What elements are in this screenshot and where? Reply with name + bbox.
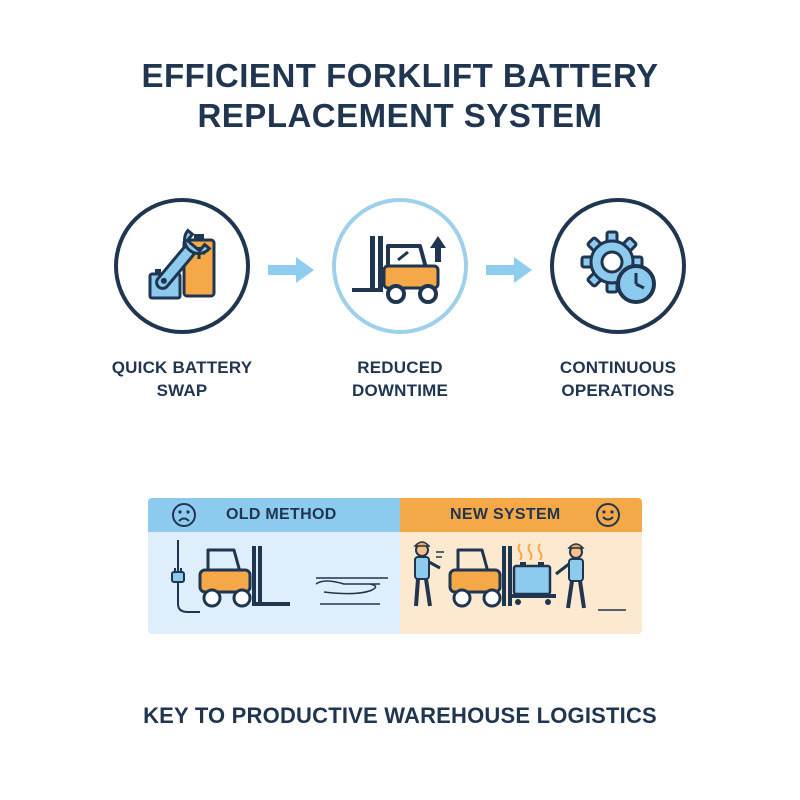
title-line-1: EFFICIENT FORKLIFT BATTERY (141, 57, 659, 94)
step-reduced-downtime: REDUCED DOWNTIME (320, 198, 480, 402)
gear-clock-icon (580, 230, 656, 304)
old-method-header: OLD METHOD (148, 498, 400, 532)
step-label: CONTINUOUS OPERATIONS (559, 358, 677, 400)
step-label: REDUCED DOWNTIME (351, 358, 449, 400)
title-line-2: REPLACEMENT SYSTEM (197, 97, 603, 134)
charging-forklift-illustration (171, 540, 388, 613)
arrow-right-icon (486, 257, 532, 283)
forklift-up-arrow-icon (352, 236, 446, 304)
step-continuous-operations: CONTINUOUS OPERATIONS (538, 198, 698, 402)
step-ring (332, 198, 468, 334)
comparison-panel: OLD METHOD NEW SYSTEM (148, 498, 642, 634)
new-system-label: NEW SYSTEM (450, 506, 561, 523)
step-ring (114, 198, 250, 334)
step-quick-battery-swap: QUICK BATTERY SWAP (102, 198, 262, 402)
battery-swap-illustration (413, 541, 626, 611)
old-method-section: OLD METHOD (148, 498, 400, 634)
old-method-label: OLD METHOD (226, 506, 337, 523)
page-title: EFFICIENT FORKLIFT BATTERY REPLACEMENT S… (0, 56, 800, 136)
new-system-section: NEW SYSTEM (400, 498, 642, 634)
step-label: QUICK BATTERY SWAP (111, 358, 253, 400)
footer-tagline: KEY TO PRODUCTIVE WAREHOUSE LOGISTICS (143, 703, 657, 728)
happy-face-icon (596, 503, 620, 527)
wrench-battery-icon (148, 228, 216, 300)
new-system-header: NEW SYSTEM (400, 498, 642, 532)
arrow-right-icon (268, 257, 314, 283)
sad-face-icon (172, 503, 196, 527)
step-ring (550, 198, 686, 334)
